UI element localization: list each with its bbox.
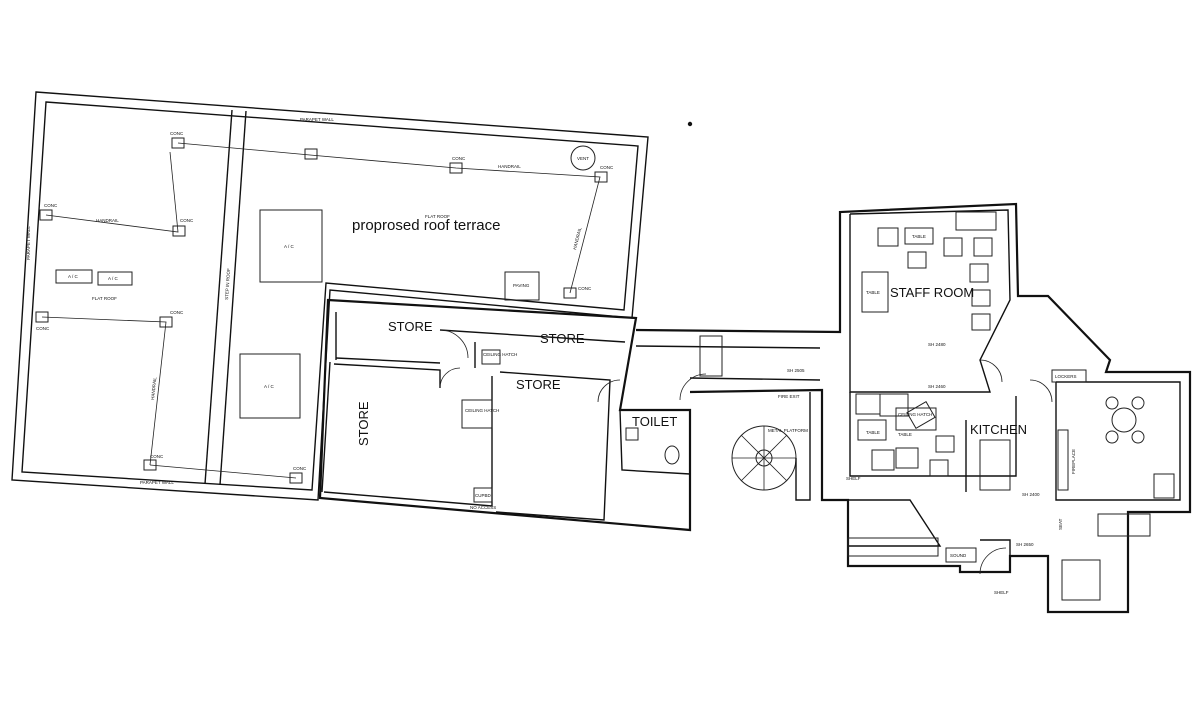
handrail-label: HANDRAIL <box>498 164 521 169</box>
stores-block <box>318 298 692 532</box>
sh-label: SH 2480 <box>928 342 946 347</box>
conc-label: CONC <box>180 218 194 223</box>
ac-label: A / C <box>68 274 79 279</box>
armchair <box>1153 473 1175 499</box>
lockers-label: LOCKERS <box>1055 374 1077 379</box>
parapet-wall-label: PARAPET WALL <box>26 226 31 260</box>
staff-room-label: STAFF ROOM <box>890 285 974 300</box>
cupboard-label: CUPBD <box>475 493 492 498</box>
shelf-label: SHELF <box>846 476 861 481</box>
ac-unit <box>55 269 93 284</box>
conc-label: CONC <box>170 310 184 315</box>
basin-icon <box>625 427 639 441</box>
sound-label: SOUND <box>950 553 967 558</box>
shelf-label: SHELF <box>994 590 1009 595</box>
conc-label: CONC <box>293 466 307 471</box>
fireplace-label: FIREPLACE <box>1071 449 1076 474</box>
ceiling-hatch <box>461 399 493 429</box>
ac-label: A / C <box>284 244 295 249</box>
lounge <box>1029 369 1181 601</box>
conc-label: CONC <box>452 156 466 161</box>
table-label: TABLE <box>866 290 880 295</box>
table-label: TABLE <box>866 430 880 435</box>
ceiling-hatch-label: CEILING HATCH <box>465 408 499 413</box>
sh-label: SH 2650 <box>1016 542 1034 547</box>
kitchen-label: KITCHEN <box>970 422 1027 437</box>
handrail-label: HANDRAIL <box>96 218 119 223</box>
store-label: STORE <box>516 377 561 392</box>
stair-block <box>1061 559 1101 601</box>
conc-label: CONC <box>150 454 164 459</box>
toilet-label: TOILET <box>632 414 677 429</box>
ac-label: A / C <box>264 384 275 389</box>
flat-roof-label: FLAT ROOF <box>92 296 117 301</box>
roof-terrace-label: proprosed roof terrace <box>352 217 500 234</box>
store-label: STORE <box>356 401 371 446</box>
staff-room <box>849 209 1011 393</box>
ac-unit <box>97 271 133 286</box>
handrail-label: HANDRAIL <box>150 376 157 400</box>
vent-icon <box>570 145 596 171</box>
parapet-wall-label: PARAPET WALL <box>140 480 174 485</box>
sh-label: SH 2505 <box>787 368 805 373</box>
conc-label: CONC <box>36 326 50 331</box>
ceiling-hatch-label: CEILING HATCH <box>483 352 517 357</box>
conc-blocks <box>35 137 608 484</box>
paving-block <box>504 271 540 301</box>
lockers <box>1051 369 1087 383</box>
store-label: STORE <box>540 331 585 346</box>
metal-platform-label: METAL PLATFORM <box>768 428 808 433</box>
conc-label: CONC <box>578 286 592 291</box>
ceiling-hatch-label: CEILING HATCH <box>898 412 932 417</box>
vent-label: VENT <box>577 156 589 161</box>
flat-roof-label: FLAT ROOF <box>425 214 450 219</box>
ac-label: A / C <box>108 276 119 281</box>
paving-label: PAVING <box>513 283 530 288</box>
conc-label: CONC <box>170 131 184 136</box>
conc-label: CONC <box>600 165 614 170</box>
cupboard <box>473 487 493 503</box>
conc-label: CONC <box>44 203 58 208</box>
kitchen-area <box>847 392 1017 575</box>
sh-label: SH 2460 <box>928 384 946 389</box>
parapet-wall-label: PARAPET WALL <box>300 117 334 122</box>
ac-unit <box>239 353 301 419</box>
sofa <box>1097 513 1151 537</box>
handrail-network <box>41 142 601 479</box>
stair-block <box>699 335 723 377</box>
table-label: TABLE <box>912 234 926 239</box>
sh-label: SH 2400 <box>1022 492 1040 497</box>
handrail-label: HANDRAIL <box>572 226 582 250</box>
table-label: TABLE <box>898 432 912 437</box>
step-in-roof-label: STEP IN ROOF <box>224 268 231 300</box>
roof-outline <box>11 91 649 501</box>
fireplace <box>1057 429 1069 491</box>
toilet-icon <box>664 445 680 465</box>
ac-unit <box>259 209 323 283</box>
no-access-label: NO ACCESS <box>470 505 496 510</box>
seat-label: SEAT <box>1058 518 1063 530</box>
store-label: STORE <box>388 319 433 334</box>
ceiling-hatch <box>481 349 501 365</box>
fire-exit-label: FIRE EXIT <box>778 394 800 399</box>
